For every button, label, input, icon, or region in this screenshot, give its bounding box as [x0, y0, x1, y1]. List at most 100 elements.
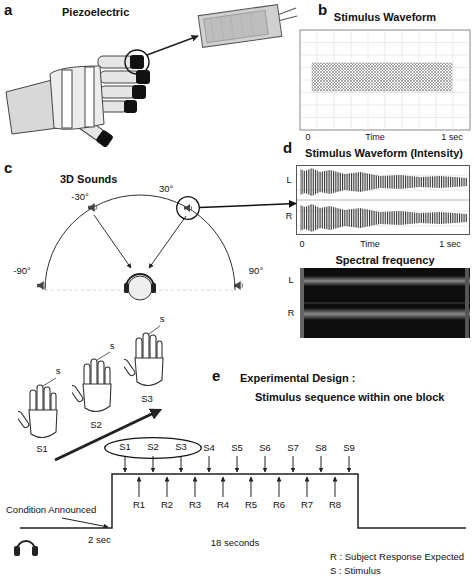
finger — [98, 56, 134, 68]
connector-arrow — [200, 204, 296, 208]
hand-icon — [121, 333, 163, 386]
left-channel-wave — [300, 168, 468, 196]
hand-label: S2 — [90, 420, 102, 430]
response-label: R5 — [245, 500, 257, 510]
spectral-band — [300, 276, 470, 286]
stimulator-cap — [95, 129, 114, 148]
duration-label: 2 sec — [88, 535, 111, 545]
headphone-icon — [14, 541, 38, 556]
speaker-icon — [88, 203, 97, 212]
spectrogram-field — [300, 268, 470, 338]
stimulus-label: S7 — [287, 443, 299, 453]
axis-label: 0 — [305, 133, 310, 143]
stimulus-label: S3 — [175, 442, 187, 452]
headphone-cup — [151, 283, 156, 293]
hand-label: S1 — [36, 444, 48, 454]
speaker-icon — [234, 281, 243, 290]
response-arrow — [223, 477, 224, 497]
sequence-arrow — [55, 410, 160, 460]
offset-strip — [465, 268, 469, 338]
response-label: R6 — [273, 500, 285, 510]
announce-arrow — [62, 518, 108, 527]
panel-letter: c — [4, 160, 12, 177]
forearm — [6, 80, 58, 134]
panel-title: Experimental Design : — [240, 372, 356, 384]
leader-line — [43, 378, 56, 386]
response-label: R4 — [217, 500, 229, 510]
palm — [50, 66, 104, 129]
stimulus-label: S5 — [231, 443, 243, 453]
stimulator-cap — [124, 100, 137, 113]
angle-label: 30° — [159, 184, 173, 194]
axis-label: 1 sec — [441, 133, 463, 143]
strap — [85, 67, 94, 127]
panel-letter: e — [212, 368, 220, 385]
angle-label: -90° — [13, 266, 31, 276]
right-channel-wave — [300, 204, 468, 232]
node-outline — [177, 197, 200, 220]
node-outline — [105, 438, 202, 459]
stimulus-label: S9 — [343, 443, 355, 453]
sound-space — [37, 195, 243, 300]
panel-title: 3D Sounds — [60, 173, 117, 185]
response-arrow — [335, 477, 336, 497]
headphone-cup — [14, 546, 20, 556]
hand-icon — [69, 359, 111, 412]
stimulus-arrow — [321, 456, 322, 472]
piezo-chip — [198, 2, 299, 47]
leader-line — [149, 326, 160, 334]
response-arrow — [279, 477, 280, 497]
response-label: R7 — [301, 500, 313, 510]
angle-label: 90° — [249, 266, 263, 276]
stimulus-arrow — [265, 456, 266, 472]
binaural-waveform — [296, 168, 470, 232]
hand-label: S3 — [141, 394, 153, 404]
response-label: R3 — [189, 500, 201, 510]
chip-grid — [211, 12, 254, 41]
speaker-icon — [37, 281, 46, 290]
highlight-circle: 30° — [176, 196, 200, 220]
headphone-cup — [32, 546, 38, 556]
channel-divider — [300, 303, 470, 304]
strap — [62, 70, 72, 128]
response-arrow — [251, 477, 252, 497]
panel-title: Stimulus Waveform (Intensity) — [305, 147, 463, 159]
stimulus-group: S1 S2 S3 — [104, 437, 202, 459]
stimulator-cap — [130, 55, 144, 69]
angle-label: -30° — [71, 192, 89, 202]
channel-label: L — [288, 276, 293, 286]
panel-subtitle: Stimulus sequence within one block — [255, 391, 444, 403]
condition-note: Condition Announced — [6, 505, 96, 515]
grid-lines — [300, 30, 470, 130]
stimulus-label: S2 — [147, 442, 159, 452]
stimulus-label: S6 — [259, 443, 271, 453]
stimulus-site: s — [110, 341, 115, 351]
headphones — [126, 274, 154, 288]
channel-divider — [296, 200, 470, 201]
onset-strip — [300, 268, 304, 338]
response-arrow — [139, 477, 140, 497]
stimulus-arrow — [237, 456, 238, 472]
panel-letter: b — [318, 2, 327, 19]
response-arrow — [307, 477, 308, 497]
stimulus-label: S1 — [119, 442, 131, 452]
stimulated-hands — [15, 326, 163, 460]
sound-direction — [94, 215, 131, 268]
response-arrow — [167, 477, 168, 497]
panel-letter: d — [283, 140, 292, 157]
block-trace — [20, 474, 466, 528]
vibration-waveform — [312, 63, 452, 91]
stimulus-label: S8 — [315, 443, 327, 453]
axis-label: 0 — [299, 240, 304, 250]
duration-label: 18 seconds — [211, 538, 260, 548]
axis-label: Time — [360, 240, 380, 250]
stimulus-arrow — [181, 456, 182, 472]
waveform-chart — [300, 30, 470, 130]
stimulus-arrow — [125, 456, 126, 472]
stimulus-arrow — [349, 456, 350, 472]
stimulus-site: s — [160, 314, 165, 324]
stimulus-arrow — [293, 456, 294, 472]
